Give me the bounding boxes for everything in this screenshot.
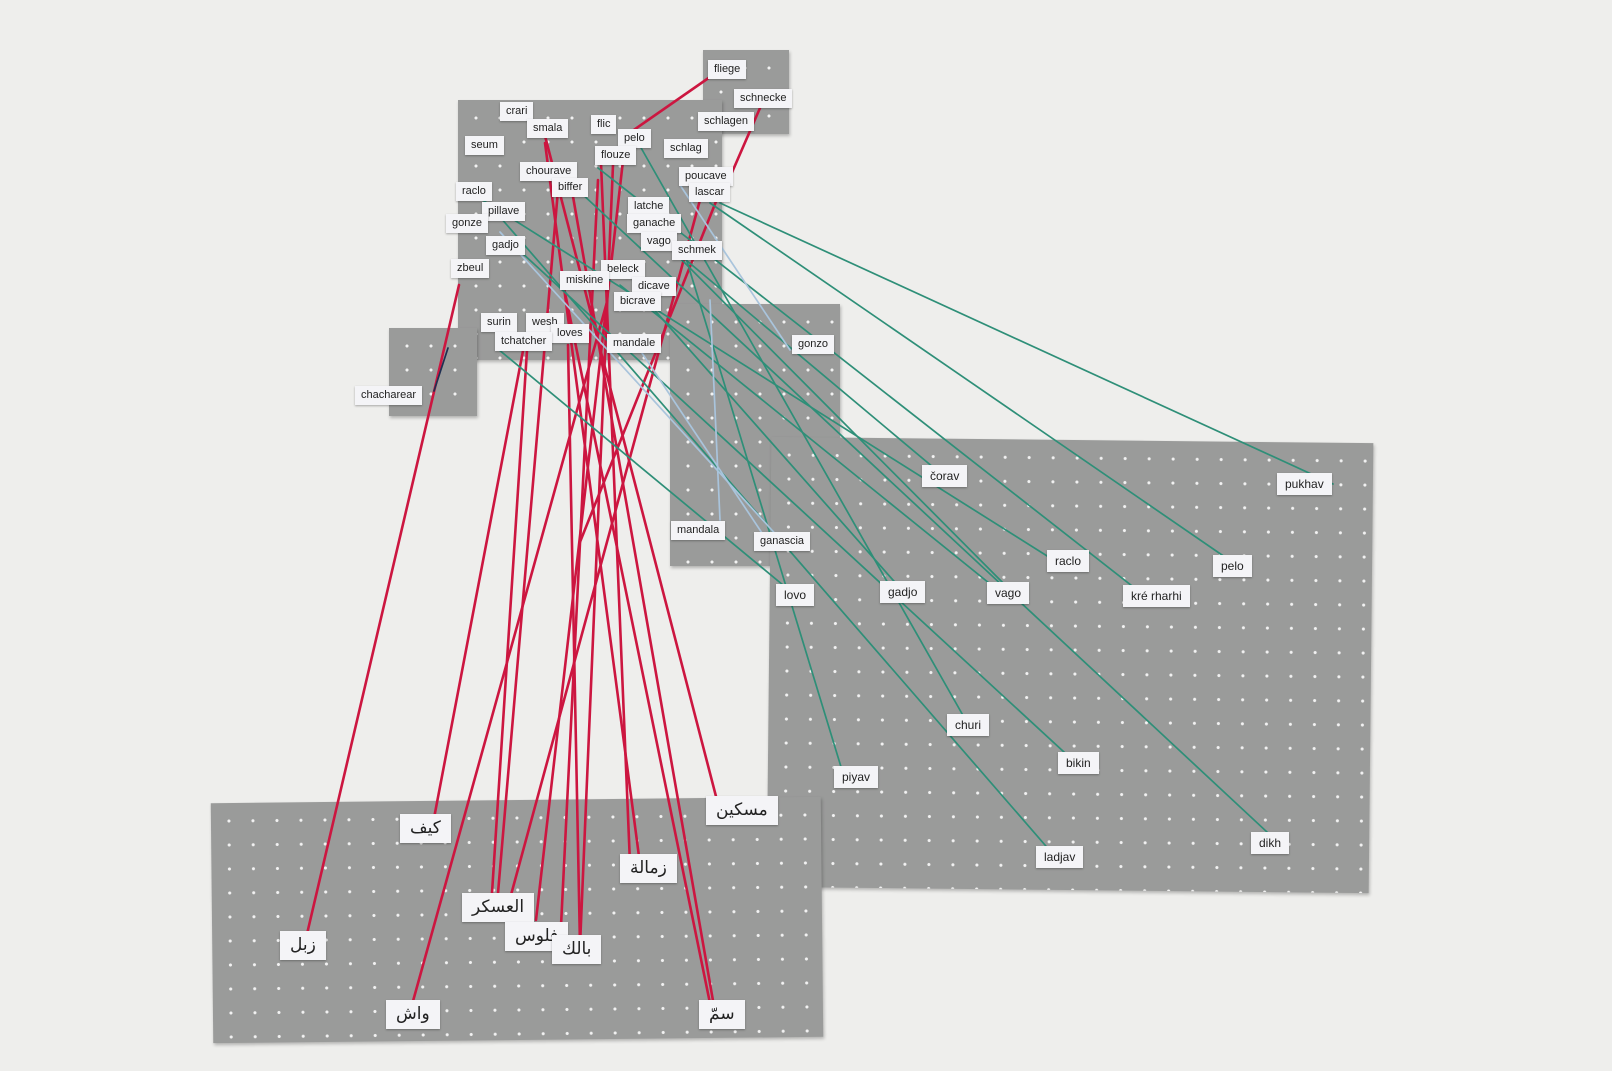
label-lovo: lovo — [776, 584, 815, 606]
label-gadjo-top: gadjo — [486, 236, 525, 255]
label-zamala-ar: زمالة — [620, 854, 677, 883]
label-biffer: biffer — [552, 178, 589, 197]
label-lascar: lascar — [689, 183, 731, 202]
label-corav: čorav — [922, 465, 968, 487]
label-mandala: mandala — [671, 521, 726, 540]
label-loves: loves — [551, 324, 589, 343]
label-schmek: schmek — [672, 241, 722, 260]
label-pillave: pillave — [482, 202, 526, 221]
label-miskine: miskine — [560, 271, 610, 290]
label-zbeul: zbeul — [451, 259, 490, 278]
label-kif-ar: كيف — [400, 814, 451, 843]
label-wash-ar: واش — [386, 1000, 440, 1029]
label-askar-ar: العسكر — [462, 893, 535, 922]
label-surin: surin — [481, 313, 517, 332]
label-bikin: bikin — [1058, 752, 1099, 774]
label-kre-rharhi: kré rharhi — [1123, 585, 1190, 607]
label-raclo-top: raclo — [456, 182, 492, 201]
label-churi: churi — [947, 714, 990, 736]
label-pukhav: pukhav — [1277, 473, 1332, 495]
label-beleck: beleck — [601, 260, 645, 279]
label-zbel-ar: زبل — [280, 931, 326, 960]
label-ganascia: ganascia — [754, 532, 811, 551]
label-pelo-r: pelo — [1213, 555, 1252, 577]
label-gonze: gonze — [446, 214, 488, 233]
label-mandale: mandale — [607, 334, 662, 353]
label-dicave: dicave — [632, 277, 676, 296]
label-piyav: piyav — [834, 766, 879, 788]
pegboard-romani — [766, 436, 1374, 894]
label-seum: seum — [465, 136, 504, 155]
label-schnecke: schnecke — [734, 89, 793, 108]
label-flouze: flouze — [595, 146, 637, 165]
label-ganache: ganache — [627, 214, 682, 233]
label-tchatcher: tchatcher — [495, 332, 553, 351]
label-miskin-ar: مسكين — [706, 796, 778, 825]
label-sam-ar: سمّ — [699, 1000, 745, 1029]
label-gadjo-r: gadjo — [880, 581, 926, 603]
label-bicrave: bicrave — [614, 292, 662, 311]
label-chourave: chourave — [520, 162, 578, 181]
label-pelo-top: pelo — [618, 129, 651, 148]
label-schlag: schlag — [664, 139, 708, 158]
label-chacharear: chacharear — [355, 386, 423, 405]
label-raclo-r: raclo — [1047, 550, 1090, 572]
label-fliege: fliege — [708, 60, 747, 79]
label-smala: smala — [527, 119, 569, 138]
label-schlagen: schlagen — [698, 112, 755, 131]
label-gonzo: gonzo — [792, 335, 834, 354]
label-vago-r: vago — [987, 582, 1030, 604]
label-dikh: dikh — [1251, 832, 1290, 854]
label-latche: latche — [628, 197, 670, 216]
label-vago-top: vago — [641, 232, 677, 251]
label-balek-ar: بالك — [552, 935, 602, 964]
label-ladjav: ladjav — [1036, 846, 1084, 868]
label-flic: flic — [591, 115, 617, 134]
label-crari: crari — [500, 102, 534, 121]
label-poucave: poucave — [679, 167, 733, 186]
